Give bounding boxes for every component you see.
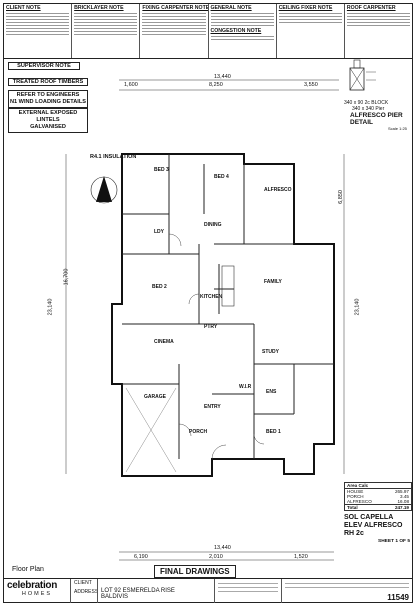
area-row-label: ALFRESCO	[347, 499, 372, 504]
dim-bottom-b: 2,010	[209, 554, 223, 560]
pier-size-label: 340 x 340 Pier	[352, 106, 385, 112]
floor-plan-drawing	[65, 79, 345, 561]
elevation-title-block: SOL CAPELLA ELEV ALFRESCO RH 2c SHEET 1 …	[344, 514, 410, 546]
exposed-lintels-note: EXTERNAL EXPOSED LINTELS GALVANISED	[8, 108, 88, 133]
note-bricklayer: BRICKLAYER NOTE	[72, 4, 141, 58]
room-dining: DINING	[204, 222, 222, 228]
treated-roof-timbers-note: TREATED ROOF TIMBERS	[8, 78, 88, 86]
engineers-note: REFER TO ENGINEERS N1 WIND LOADING DETAI…	[8, 90, 88, 108]
brand-logo: celebration HOMES	[4, 579, 71, 603]
dim-top-c: 3,550	[304, 82, 318, 88]
brand-main: celebration	[7, 580, 58, 591]
room-alfresco: ALFRESCO	[264, 187, 292, 193]
title-block-footer: celebration HOMES CLIENT ADDRESS LOT 92 …	[4, 578, 412, 603]
area-calc-header: Area Calc	[345, 483, 411, 489]
note-fixing-carpenter: FIXING CARPENTER NOTE	[140, 4, 209, 58]
room-wir: W.I.R	[239, 384, 252, 390]
room-pantry: PTRY	[204, 324, 218, 330]
job-block: 11549	[282, 579, 412, 603]
address-block: LOT 92 ESMERELDA RISE BALDIVIS	[98, 579, 215, 603]
pier-detail-title: ALFRESCO PIER DETAIL	[350, 112, 403, 126]
room-study: STUDY	[262, 349, 279, 355]
note-general: GENERAL NOTE CONGESTION NOTE	[209, 4, 277, 58]
drawing-sheet: CLIENT NOTE BRICKLAYER NOTE FIXING CARPE…	[3, 3, 413, 603]
area-row-label: Total	[347, 505, 358, 510]
area-row-label: HOUSE	[347, 489, 364, 494]
congestion-note-title: CONGESTION NOTE	[210, 28, 262, 34]
room-kitchen: KITCHEN	[200, 294, 223, 300]
room-cinema: CINEMA	[154, 339, 174, 345]
note-title: BRICKLAYER NOTE	[74, 5, 124, 11]
note-title: CLIENT NOTE	[6, 5, 41, 11]
floor-plan-label: Floor Plan	[12, 566, 44, 573]
room-family: FAMILY	[264, 279, 282, 285]
area-calc-table: Area Calc HOUSE 265.97 PORCH 3.45 ALFRES…	[344, 482, 412, 511]
pier-block-label: 340 x 90 2c BLOCK	[344, 100, 389, 106]
room-porch: PORCH	[189, 429, 208, 435]
address-line2: BALDIVIS	[101, 594, 129, 600]
address-label: ADDRESS	[74, 589, 98, 595]
area-row-value: 16.08	[397, 499, 410, 504]
note-ceiling-fixer: CEILING FIXER NOTE	[277, 4, 345, 58]
elevation-line3: RH 2c	[344, 530, 364, 537]
area-row-total: Total 247.19	[345, 504, 411, 510]
elevation-line1: SOL CAPELLA	[344, 514, 394, 521]
note-roof-carpenter: ROOF CARPENTER	[345, 4, 412, 58]
client-label: CLIENT	[74, 580, 92, 586]
trade-notes-header: CLIENT NOTE BRICKLAYER NOTE FIXING CARPE…	[4, 4, 412, 59]
label-column: CLIENT ADDRESS	[71, 579, 98, 603]
dim-top-a: 1,600	[124, 82, 138, 88]
note-title: ROOF CARPENTER	[346, 5, 396, 11]
room-ldy: LDY	[154, 229, 164, 235]
dim-bottom-a: 6,190	[134, 554, 148, 560]
supervisor-note: SUPERVISOR NOTE	[8, 62, 80, 70]
area-row-label: PORCH	[347, 494, 364, 499]
room-bed1: BED 1	[266, 429, 281, 435]
dim-top-total: 13,440	[214, 74, 231, 80]
area-row: PORCH 3.45	[345, 494, 411, 499]
room-bed4: BED 4	[214, 174, 229, 180]
sheet-number: SHEET 1 OF 5	[378, 539, 410, 544]
area-row-value: 247.19	[394, 505, 409, 510]
area-row: ALFRESCO 16.08	[345, 499, 411, 504]
note-title: GENERAL NOTE	[210, 5, 252, 11]
brand-sub: HOMES	[21, 591, 53, 597]
job-number: 11549	[387, 593, 409, 602]
note-title: CEILING FIXER NOTE	[278, 5, 333, 11]
area-row: HOUSE 265.97	[345, 489, 411, 494]
elevation-line2: ELEV ALFRESCO	[344, 522, 403, 529]
dim-top-b: 8,250	[209, 82, 223, 88]
pier-detail-drawing	[349, 59, 376, 91]
dim-bottom-c: 1,520	[294, 554, 308, 560]
final-drawings-label: FINAL DRAWINGS	[154, 565, 236, 578]
alfresco-pier-detail: 340 x 90 2c BLOCK 340 x 340 Pier ALFRESC…	[344, 58, 412, 136]
room-bed2: BED 2	[152, 284, 167, 290]
approvals-block	[215, 579, 282, 603]
dim-bottom-total: 13,440	[214, 545, 231, 551]
pier-detail-scale: Scale 1:25	[388, 126, 407, 131]
area-row-value: 265.97	[394, 489, 409, 494]
note-title: FIXING CARPENTER NOTE	[142, 5, 209, 11]
note-client: CLIENT NOTE	[4, 4, 73, 58]
room-bed3: BED 3	[154, 167, 169, 173]
room-entry: ENTRY	[204, 404, 221, 410]
address-line1: LOT 92 ESMERELDA RISE	[101, 588, 175, 594]
area-row-value: 3.45	[400, 494, 409, 499]
room-ens: ENS	[266, 389, 277, 395]
room-garage: GARAGE	[144, 394, 166, 400]
insulation-label: R4.1 INSULATION	[90, 154, 137, 160]
